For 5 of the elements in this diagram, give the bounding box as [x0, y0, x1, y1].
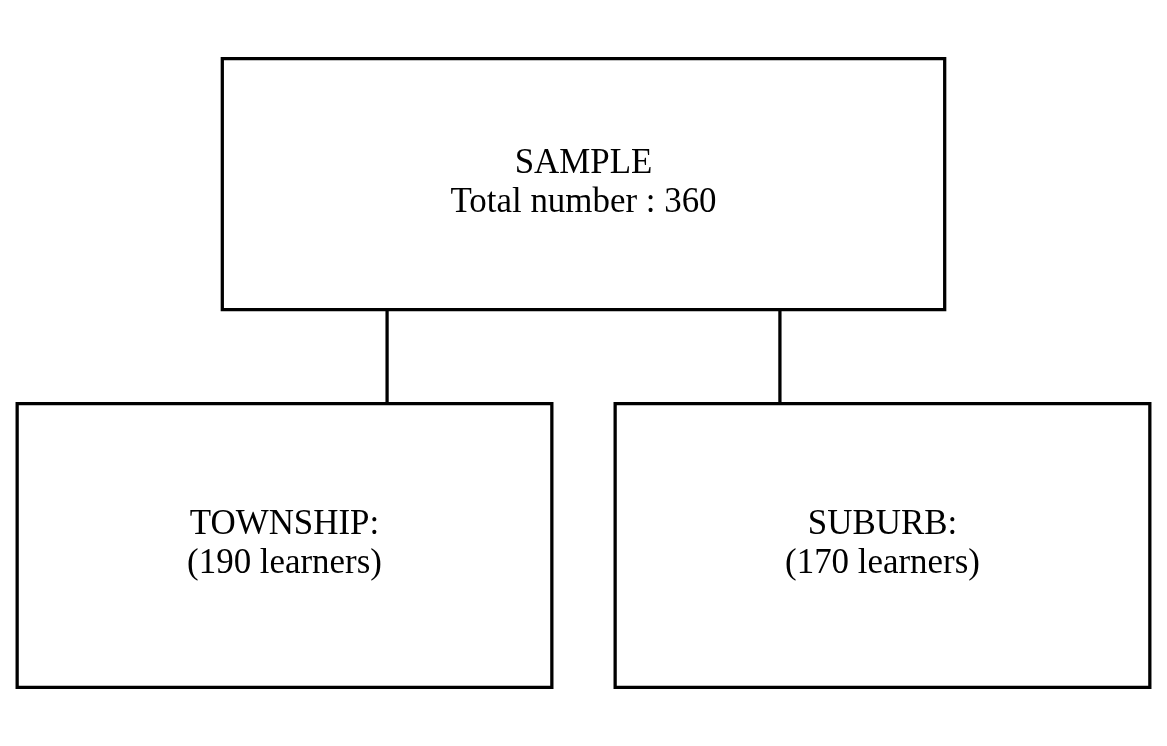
node-box: TOWNSHIP: (190 learners)	[15, 401, 554, 689]
connector	[385, 310, 389, 404]
node-box: SUBURB: (170 learners)	[613, 401, 1152, 689]
node-box: SAMPLE Total number : 360	[220, 57, 947, 312]
connector	[778, 310, 782, 404]
